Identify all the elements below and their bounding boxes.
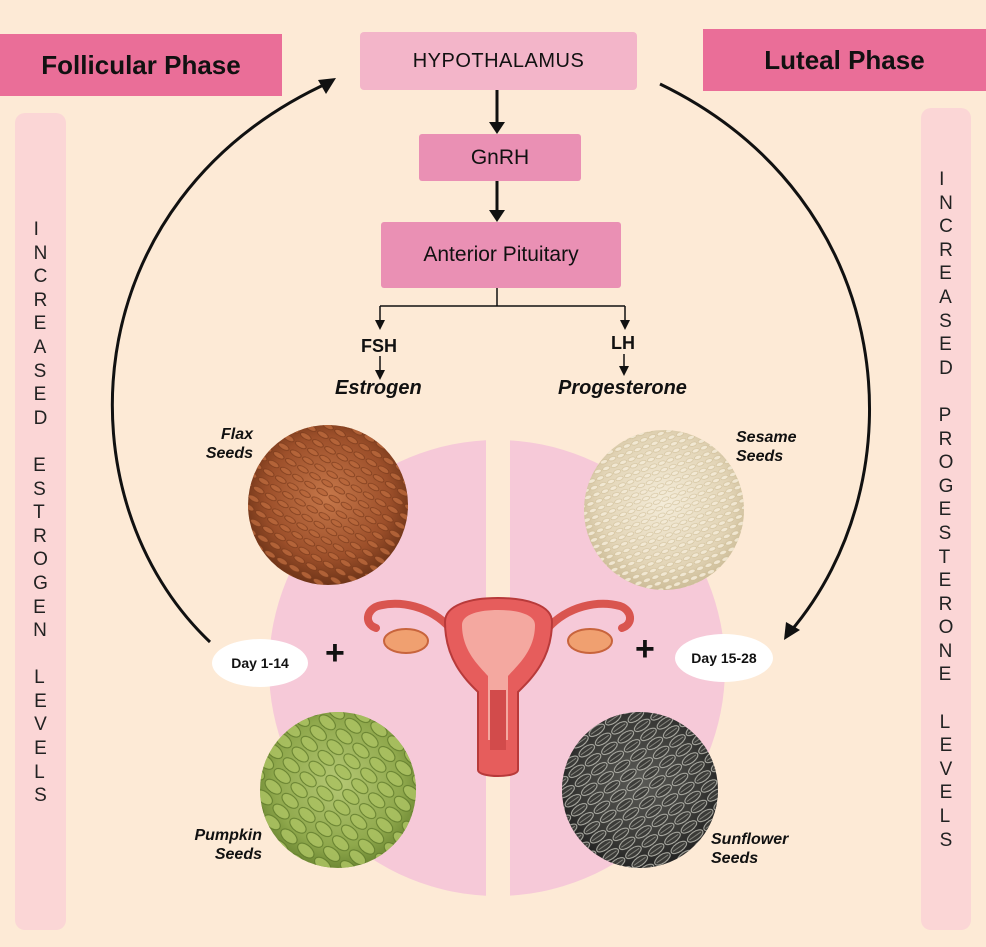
fsh-label: FSH	[361, 336, 397, 356]
progesterone-bar-letter: R	[938, 428, 953, 450]
estrogen-bar-letter: O	[33, 549, 48, 571]
progesterone-bar-letter: P	[938, 404, 952, 426]
progesterone-bar-letter: E	[938, 499, 952, 521]
progesterone-bar-letter: D	[939, 357, 953, 379]
progesterone-bar-letter: V	[939, 758, 953, 780]
lh-label: LH	[611, 333, 635, 353]
estrogen-bar-letter: E	[34, 690, 47, 712]
progesterone-bar-letter: O	[938, 452, 954, 474]
progesterone-label: Progesterone	[558, 377, 687, 399]
plus-sign-right: +	[635, 630, 655, 668]
progesterone-bar-letter: L	[939, 711, 951, 733]
estrogen-bar-letter: D	[33, 407, 48, 429]
uterus-illustration	[364, 596, 634, 777]
estrogen-bar-letter: E	[33, 596, 46, 618]
sunflower-seed-pile	[562, 712, 718, 868]
estrogen-bar-letter: E	[33, 454, 46, 476]
progesterone-bar-letter: R	[938, 593, 953, 615]
estrogen-bar-letter: N	[33, 242, 48, 264]
estrogen-bar-letter: S	[34, 785, 47, 807]
estrogen-label: Estrogen	[335, 377, 422, 399]
progesterone-bar-letter: S	[939, 829, 953, 851]
estrogen-bar-letter: T	[33, 502, 45, 524]
estrogen-bar-letter: E	[34, 738, 47, 760]
progesterone-bar-letter: E	[938, 664, 952, 686]
estrogen-bar-letter: R	[33, 525, 47, 547]
progesterone-bar-letter: S	[939, 310, 952, 332]
estrogen-bar-letter: L	[34, 667, 45, 689]
progesterone-bar-letter: E	[939, 263, 952, 285]
gnrh-box: GnRH	[419, 134, 581, 181]
progesterone-bar-letter: N	[938, 640, 953, 662]
estrogen-bar-letter: E	[33, 384, 47, 406]
flax-seed-pile	[248, 425, 408, 585]
pumpkin-seed-pile	[260, 712, 416, 868]
estrogen-bar-letter: V	[34, 714, 47, 736]
day-15-28-badge: Day 15-28	[675, 634, 773, 682]
estrogen-bar-letter: A	[33, 336, 47, 358]
estrogen-bar-letter: S	[33, 360, 47, 382]
anterior-pituitary-box: Anterior Pituitary	[381, 222, 621, 288]
estrogen-bar-letter: E	[33, 313, 47, 335]
estrogen-bar-letter: G	[33, 572, 48, 594]
progesterone-bar-letter: R	[939, 239, 953, 261]
left-cycle-arrow	[110, 80, 331, 644]
estrogen-bar-letter: C	[33, 266, 48, 288]
progesterone-bar-letter: E	[939, 334, 952, 356]
plus-sign-left: +	[325, 634, 345, 672]
estrogen-bar-letter: L	[34, 761, 45, 783]
estrogen-bar-letter: N	[33, 620, 47, 642]
estrogen-bar-letter: R	[33, 289, 48, 311]
sesame-seed-pile	[584, 430, 744, 590]
progesterone-bar-letter: N	[939, 192, 953, 214]
progesterone-bar-letter: C	[939, 216, 953, 238]
progesterone-bar-letter: G	[938, 475, 954, 497]
follicular-phase-header: Follicular Phase	[0, 34, 282, 96]
progesterone-bar-letter: A	[939, 286, 952, 308]
progesterone-bar-letter: E	[938, 570, 952, 592]
estrogen-bar-letter: I	[33, 219, 39, 240]
day-1-14-badge: Day 1-14	[212, 639, 308, 687]
progesterone-bar-letter: E	[939, 782, 953, 804]
progesterone-bar-letter: E	[939, 735, 953, 757]
progesterone-bar-letter: O	[938, 617, 954, 639]
progesterone-bar-letter: S	[938, 522, 952, 544]
progesterone-bar-letter: T	[938, 546, 951, 568]
progesterone-bar-letter: L	[939, 806, 951, 828]
luteal-phase-header: Luteal Phase	[703, 29, 986, 91]
estrogen-bar-letter: S	[33, 478, 46, 500]
right-cycle-arrow	[659, 82, 872, 633]
hypothalamus-box: HYPOTHALAMUS	[360, 32, 637, 90]
progesterone-bar-letter: I	[939, 169, 945, 190]
